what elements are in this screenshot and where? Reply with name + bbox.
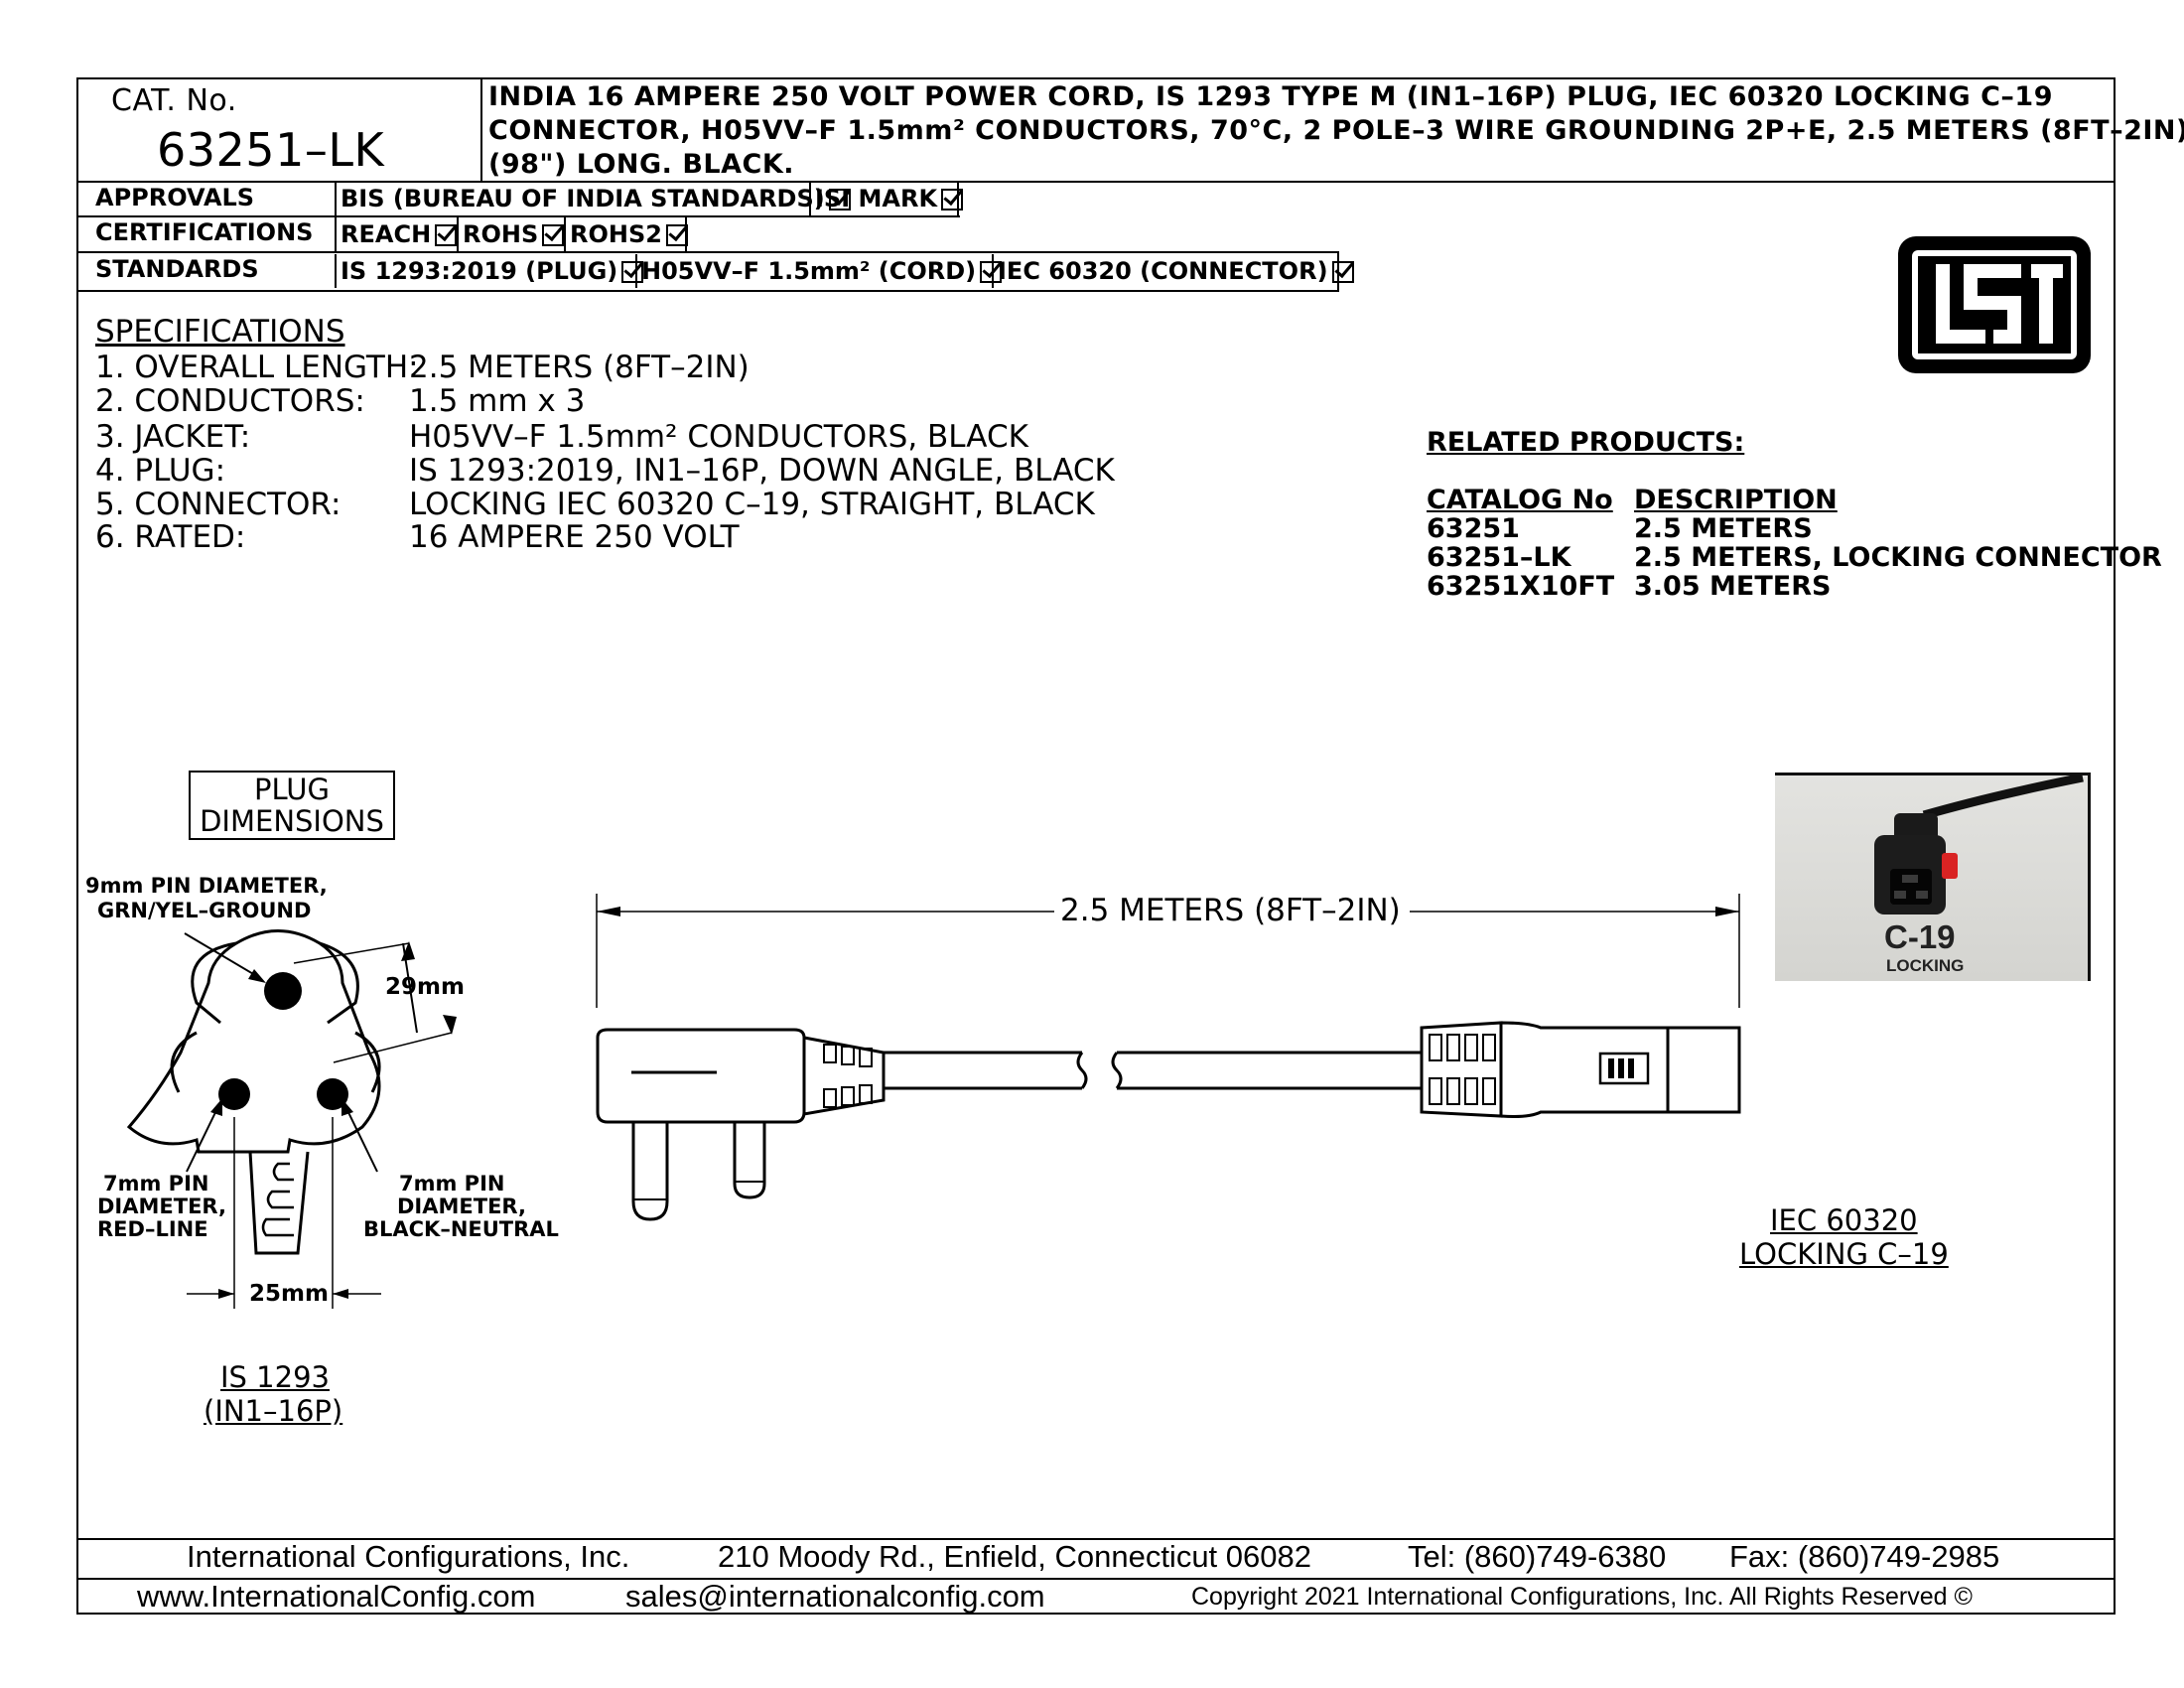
related-heading: RELATED PRODUCTS:: [1427, 427, 1745, 458]
neutral-pin: [317, 1078, 348, 1110]
cert-rohs2: ROHS2: [564, 217, 688, 251]
std-is1293: IS 1293:2019 (PLUG): [335, 254, 644, 288]
title-line-3: (98") LONG. BLACK.: [488, 149, 795, 180]
header-bottom-line: [76, 181, 2116, 183]
cord-length-label: 2.5 METERS (8FT–2IN): [1058, 893, 1403, 928]
footer-mid-line: [76, 1578, 2116, 1580]
line-pin-label-1: 7mm PIN: [103, 1172, 209, 1196]
drawing-frame: [76, 77, 2116, 1615]
spec-label-2: 2. CONDUCTORS:: [95, 383, 365, 419]
ground-pin: [264, 972, 302, 1010]
footer-website[interactable]: www.InternationalConfig.com: [137, 1579, 536, 1614]
cert-reach: REACH: [335, 217, 458, 251]
isi-logo: [1896, 234, 2093, 375]
line-pin: [218, 1078, 250, 1110]
cord-assembly-diagram: [596, 894, 1741, 1221]
plug-standard-line-2: (IN1–16P): [204, 1394, 343, 1428]
spec-value-3: H05VV–F 1.5mm² CONDUCTORS, BLACK: [409, 419, 1028, 455]
footer-address: 210 Moody Rd., Enfield, Connecticut 0608…: [718, 1539, 1311, 1574]
standards-label: STANDARDS: [95, 255, 259, 283]
checkbox-checked-icon: [941, 189, 964, 211]
related-col-catalog: CATALOG No: [1427, 485, 1613, 515]
related-catalog-3: 63251X10FT: [1427, 571, 1615, 602]
locking-latch: [1598, 1052, 1650, 1085]
plug-strain-relief: [802, 1036, 886, 1116]
cat-number: 63251–LK: [157, 123, 385, 177]
connector-head: [1666, 1026, 1741, 1114]
checkbox-checked-icon: [828, 189, 851, 211]
plug-dimensions-box: PLUG DIMENSIONS: [189, 771, 395, 840]
cert-rohs: ROHS: [457, 217, 565, 251]
header-divider: [480, 77, 482, 181]
cat-label: CAT. No.: [111, 83, 237, 118]
checkbox-checked-icon: [621, 261, 644, 283]
related-catalog-1: 63251: [1427, 513, 1520, 544]
plug-standard-line-1: IS 1293: [220, 1360, 330, 1394]
photo-locking-label: LOCKING: [1886, 956, 1965, 975]
spec-label-3: 3. JACKET:: [95, 419, 251, 455]
isi-logo-graphic: [1898, 236, 2091, 373]
neutral-pin-label-2: DIAMETER,: [397, 1195, 526, 1218]
plug-face-diagram: [126, 929, 457, 1309]
footer-tel: Tel: (860)749-6380: [1408, 1539, 1667, 1574]
dim-29mm: 29mm: [385, 974, 465, 1000]
line-pin-label-3: RED–LINE: [97, 1217, 208, 1241]
related-desc-1: 2.5 METERS: [1634, 513, 1813, 544]
footer-copyright: Copyright 2021 International Configurati…: [1191, 1583, 1973, 1611]
connector-standard-line-1: IEC 60320: [1770, 1203, 1918, 1237]
plug-pin-2: [733, 1122, 766, 1199]
checkbox-checked-icon: [665, 224, 688, 246]
footer-company: International Configurations, Inc.: [187, 1539, 630, 1574]
connector-body: [1499, 1021, 1670, 1118]
spec-value-2: 1.5 mm x 3: [409, 383, 586, 419]
specifications-heading: SPECIFICATIONS: [95, 314, 345, 350]
plug-box-line-2: DIMENSIONS: [200, 804, 384, 838]
dim-25mm: 25mm: [247, 1281, 331, 1307]
title-line-2: CONNECTOR, H05VV–F 1.5mm² CONDUCTORS, 70…: [488, 115, 2184, 146]
footer-fax: Fax: (860)749-2985: [1729, 1539, 2000, 1574]
checkbox-checked-icon: [435, 224, 458, 246]
neutral-pin-label-3: BLACK–NEUTRAL: [363, 1217, 559, 1241]
connector-photo: C-19 LOCKING: [1775, 773, 2091, 981]
plug-outline: [126, 929, 381, 1154]
spec-value-6: 16 AMPERE 250 VOLT: [409, 519, 740, 555]
spec-value-4: IS 1293:2019, IN1–16P, DOWN ANGLE, BLACK: [409, 453, 1115, 489]
spec-label-6: 6. RATED:: [95, 519, 246, 555]
related-desc-3: 3.05 METERS: [1634, 571, 1832, 602]
plug-box-line-1: PLUG: [254, 773, 330, 806]
connector-strain-relief: [1420, 1021, 1503, 1118]
spec-value-1: 2.5 METERS (8FT–2IN): [409, 350, 750, 385]
ground-pin-label-2: GRN/YEL–GROUND: [97, 899, 312, 922]
footer-email[interactable]: sales@internationalconfig.com: [625, 1579, 1045, 1614]
spec-label-5: 5. CONNECTOR:: [95, 487, 341, 522]
related-catalog-2: 63251–LK: [1427, 542, 1571, 573]
spec-label-1: 1. OVERALL LENGTH:: [95, 350, 419, 385]
std-h05vvf: H05VV–F 1.5mm² (CORD): [635, 254, 1003, 288]
ground-pin-label-1: 9mm PIN DIAMETER,: [85, 874, 328, 898]
line-pin-label-2: DIAMETER,: [97, 1195, 226, 1218]
checkbox-checked-icon: [1331, 261, 1354, 283]
related-col-description: DESCRIPTION: [1634, 485, 1838, 515]
photo-c19-label: C-19: [1884, 918, 1956, 955]
title-line-1: INDIA 16 AMPERE 250 VOLT POWER CORD, IS …: [488, 81, 2053, 112]
spec-value-5: LOCKING IEC 60320 C–19, STRAIGHT, BLACK: [409, 487, 1095, 522]
certifications-label: CERTIFICATIONS: [95, 218, 314, 246]
c19-locking-photo-graphic: [1874, 775, 2084, 914]
neutral-pin-label-1: 7mm PIN: [399, 1172, 505, 1196]
spec-label-4: 4. PLUG:: [95, 453, 226, 489]
approval-bis: BIS (BUREAU OF INDIA STANDARDS): [335, 182, 851, 215]
plug-body: [596, 1028, 806, 1124]
checkbox-checked-icon: [980, 261, 1003, 283]
plug-pin-1: [631, 1122, 669, 1221]
footer-top-line: [76, 1538, 2116, 1540]
approvals-label: APPROVALS: [95, 184, 255, 211]
connector-standard-line-2: LOCKING C–19: [1739, 1237, 1949, 1271]
checkbox-checked-icon: [542, 224, 565, 246]
std-iec60320: IEC 60320 (CONNECTOR): [992, 254, 1354, 288]
related-desc-2: 2.5 METERS, LOCKING CONNECTOR: [1634, 542, 2162, 573]
approval-isi-mark: ISI MARK: [809, 182, 964, 215]
